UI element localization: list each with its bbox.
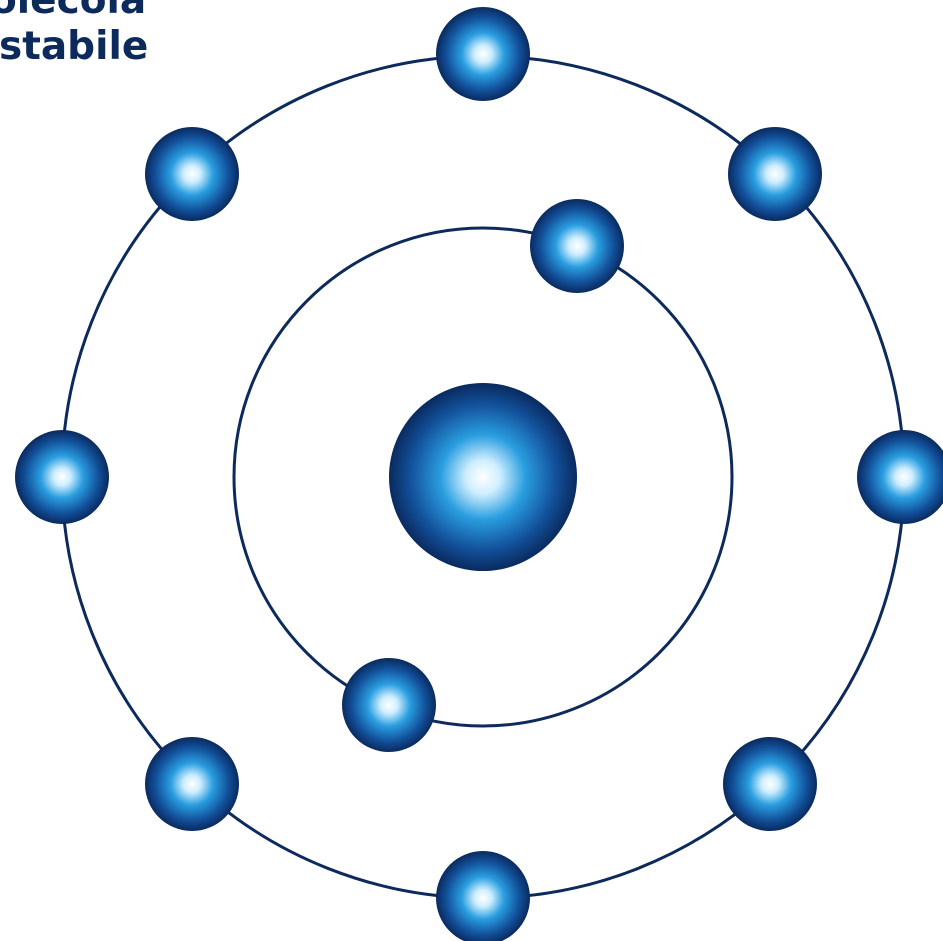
electron-inner-bottom-left [342,658,436,752]
electron-outer-left [15,430,109,524]
electron-outer-top [436,7,530,101]
diagram-caption: olecola stabile [0,0,148,70]
electron-inner-top-right [530,199,624,293]
caption-line-2: stabile [0,24,148,70]
nucleus [389,383,577,571]
electron-outer-top-right [728,127,822,221]
electron-outer-bottom-right [723,737,817,831]
electron-outer-bottom [436,851,530,941]
caption-line-1: olecola [0,0,148,24]
electron-outer-bottom-left [145,737,239,831]
electron-outer-top-left [145,127,239,221]
electron-outer-right [857,430,943,524]
